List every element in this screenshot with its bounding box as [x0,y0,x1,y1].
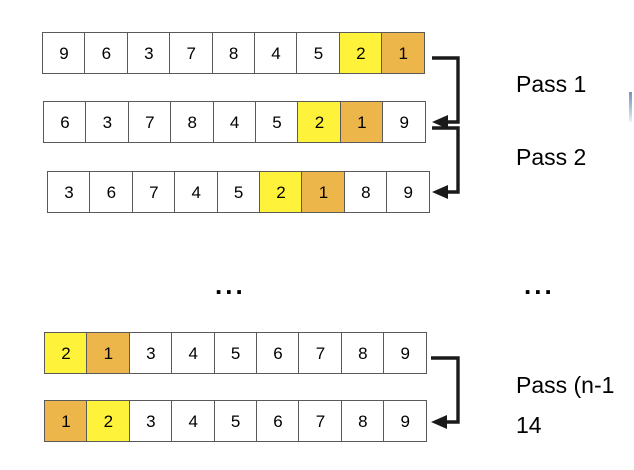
array-cell: 2 [44,332,88,374]
array-cell: 5 [213,400,258,442]
edge-accent-sliver [629,92,632,122]
array-cell: 4 [174,171,219,213]
array-cell: 1 [44,400,88,442]
connector-arrow-row1-to-row2 [432,56,460,129]
array-cell: 7 [131,171,176,213]
array-cell: 8 [340,400,385,442]
array-cell: 3 [47,171,91,213]
array-cell: 4 [212,101,257,143]
array-cell: 7 [127,101,172,143]
array-cell: 6 [256,400,301,442]
array-cell: 2 [86,400,131,442]
array-cell: 7 [298,400,343,442]
array-cell: 9 [42,32,86,74]
array-cell: 4 [254,32,299,74]
array-cell: 6 [256,332,301,374]
pass-2-label: Pass 2 [516,144,587,170]
connector-arrow-row2-to-row3 [432,126,460,199]
array-cell: 4 [171,400,216,442]
array-cell: 5 [296,32,341,74]
array-cell: 7 [298,332,343,374]
array-cell: 5 [255,101,300,143]
array-cell: 1 [339,101,384,143]
array-cell: 1 [381,32,426,74]
array-cell: 3 [126,32,171,74]
array-cell: 2 [259,171,304,213]
array-cell: 8 [211,32,256,74]
array-cell: 5 [216,171,261,213]
array-cell: 3 [85,101,130,143]
array-cell: 1 [301,171,346,213]
ellipsis-right: ... [524,270,555,300]
array-cell: 8 [170,101,215,143]
array-cell: 6 [43,101,87,143]
array-cell: 8 [340,332,385,374]
pass-n-minus-1-label: Pass (n-1 [516,372,615,398]
array-cell: 6 [89,171,134,213]
pass-1-label: Pass 1 [516,71,587,97]
ellipsis-center: ... [215,270,246,300]
array-cell: 9 [386,171,431,213]
array-cell: 9 [382,101,427,143]
connector-arrow-row4-to-row5 [431,356,460,429]
array-cell: 5 [213,332,258,374]
slide-number: 14 [516,412,542,438]
array-cell: 2 [297,101,342,143]
array-cell: 1 [86,332,131,374]
array-cell: 9 [383,332,428,374]
array-cell: 2 [338,32,383,74]
array-cell: 7 [169,32,214,74]
array-cell: 9 [383,400,428,442]
array-cell: 8 [343,171,388,213]
array-cell: 3 [128,332,173,374]
array-cell: 4 [171,332,216,374]
array-cell: 6 [84,32,129,74]
array-cell: 3 [128,400,173,442]
